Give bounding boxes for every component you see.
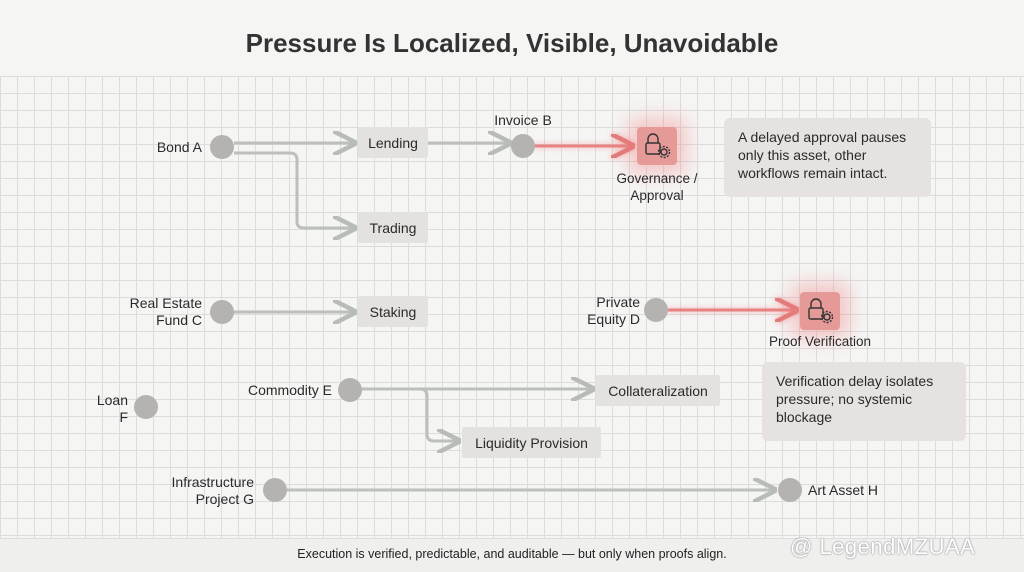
- governance-checkpoint[interactable]: [637, 127, 677, 165]
- asset-node-c[interactable]: [210, 300, 234, 324]
- asset-node-d[interactable]: [644, 298, 668, 322]
- asset-node-e[interactable]: [338, 378, 362, 402]
- edge-e-liquidity: [362, 387, 458, 441]
- asset-node-b[interactable]: [511, 134, 535, 158]
- asset-label-e: Commodity E: [247, 382, 332, 398]
- proof-checkpoint[interactable]: [800, 292, 840, 330]
- workflow-staking[interactable]: Staking: [358, 296, 428, 327]
- governance-callout: A delayed approval pauses only this asse…: [724, 118, 931, 197]
- asset-node-a[interactable]: [210, 135, 234, 159]
- footer-caption: Execution is verified, predictable, and …: [297, 547, 727, 561]
- lock-gear-icon: [808, 298, 834, 324]
- asset-node-g[interactable]: [263, 478, 287, 502]
- asset-label-f: Loan F: [96, 392, 128, 425]
- asset-label-b: Invoice B: [494, 112, 552, 128]
- footer-bar: [0, 538, 1024, 572]
- asset-label-d: Private Equity D: [587, 294, 640, 327]
- page-title: Pressure Is Localized, Visible, Unavoida…: [245, 28, 779, 58]
- header-area: [0, 0, 1024, 76]
- edge-a-trading: [234, 151, 354, 228]
- watermark: @ LegendMZUAA: [790, 534, 976, 559]
- asset-label-a: Bond A: [156, 139, 202, 155]
- proof-callout: Verification delay isolates pressure; no…: [762, 362, 966, 441]
- asset-label-h: Art Asset H: [808, 482, 879, 498]
- workflow-liquidity-provision[interactable]: Liquidity Provision: [462, 427, 601, 458]
- asset-label-g: Infrastructure Project G: [171, 474, 254, 507]
- proof-label: Proof Verification: [768, 334, 872, 349]
- asset-label-c: Real Estate Fund C: [129, 295, 202, 328]
- workflow-lending[interactable]: Lending: [358, 127, 428, 158]
- governance-label: Governance / Approval: [616, 171, 698, 203]
- asset-node-h[interactable]: [778, 478, 802, 502]
- asset-node-f[interactable]: [134, 395, 158, 419]
- lock-gear-icon: [645, 133, 671, 159]
- workflow-collateralization[interactable]: Collateralization: [596, 375, 720, 406]
- workflow-trading[interactable]: Trading: [358, 212, 428, 243]
